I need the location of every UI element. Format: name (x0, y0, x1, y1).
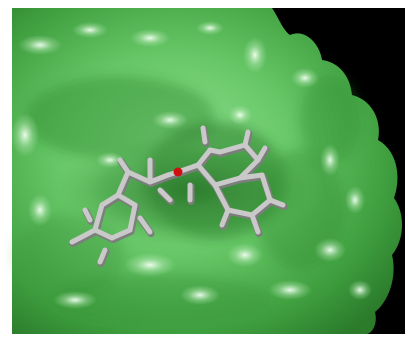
bond-stick (255, 145, 268, 163)
surface-highlight (124, 253, 176, 277)
surface-highlight (18, 35, 62, 55)
bond-stick (200, 125, 208, 145)
surface-highlight (130, 29, 170, 47)
surface-highlight (152, 111, 188, 129)
surface-highlight (96, 152, 124, 168)
bond-stick (137, 215, 153, 235)
surface-highlight (291, 68, 319, 88)
surface-highlight (180, 285, 220, 305)
bond-stick (117, 157, 131, 175)
surface-highlight (345, 186, 365, 214)
bond-stick (109, 227, 133, 241)
bond-stick (125, 169, 153, 185)
bond-stick (207, 147, 223, 155)
surface-highlight (228, 105, 252, 125)
bond-stick (127, 202, 138, 233)
bond-stick (195, 147, 213, 168)
bond-stick (237, 172, 265, 181)
bond-stick (212, 182, 231, 213)
bond-stick (267, 197, 286, 208)
bond-stick (217, 142, 248, 155)
oxygen-atom (173, 167, 183, 177)
surface-highlight (72, 22, 108, 38)
bond-stick (157, 187, 173, 203)
surface-highlight (314, 238, 346, 262)
surface-highlight (243, 37, 267, 73)
bond-stick (237, 157, 261, 181)
surface-highlight (11, 113, 39, 157)
surface-highlight (268, 280, 312, 300)
bond-stick (249, 197, 273, 218)
surface-highlight (348, 280, 372, 300)
bond-stick (147, 172, 171, 185)
bond-stick (115, 192, 138, 208)
bond-stick (99, 192, 121, 208)
surface-highlight (196, 21, 224, 35)
bond-stick (195, 162, 218, 188)
surface-highlight (227, 243, 263, 267)
bond-stick (242, 142, 261, 163)
surface-highlight (28, 194, 52, 226)
bond-stick (97, 247, 108, 265)
bond-stick (82, 207, 93, 223)
bond-stick (115, 169, 131, 198)
bond-stick (249, 212, 261, 235)
bond-stick (92, 227, 115, 241)
bond-stick (92, 202, 105, 233)
bond-stick (225, 207, 255, 218)
bond-stick (259, 172, 273, 203)
surface-highlight (320, 144, 340, 176)
surface-highlight (53, 291, 97, 309)
ligand-stick-model (69, 125, 288, 267)
bond-stick (219, 207, 231, 228)
bond-stick (242, 129, 251, 148)
surface-highlights (11, 21, 372, 309)
bond-stick (69, 227, 98, 245)
bond-stick (212, 175, 243, 188)
